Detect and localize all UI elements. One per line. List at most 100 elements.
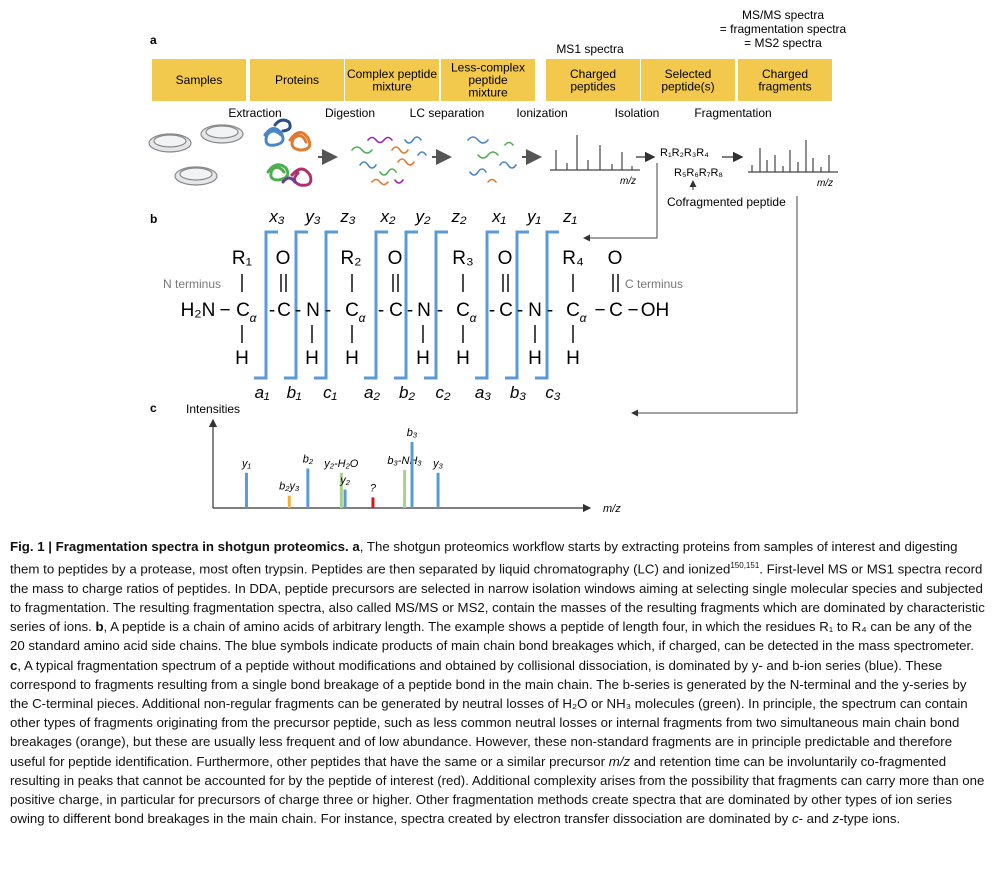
svg-text:C: C [566,300,580,321]
workflow-box-label-2-0: Complex peptide [347,67,437,81]
svg-text:−: − [627,300,638,321]
workflow-box-label-3-2: mixture [468,86,508,100]
bottom-ion-labels: a₁ b₁ c₁ a₂ b₂ c₂ a₃ b₃ c₃ [255,383,561,402]
caption-c-text: , A typical fragmentation spectrum of a … [10,657,968,769]
ion-b3: b₃ [510,383,526,402]
spectrum-peak-label-7: b₃ [407,427,418,439]
caption-c-text3: -type ions. [839,811,901,827]
workflow-box-label-2-1: mixture [372,79,412,93]
oh-terminus: OH [641,300,670,321]
n-terminus-label: N terminus [163,277,221,291]
svg-text:-: - [378,300,384,321]
c-terminus-label: C terminus [625,277,683,291]
caption-a-text: , The shotgun proteomics workflow starts… [10,539,958,577]
proteins-icon [263,118,313,187]
sample-dishes-icon [148,124,244,186]
spectrum-peak-label-1: b₂y₃ [279,481,300,493]
svg-text:-: - [295,300,301,321]
svg-text:H: H [345,348,359,369]
ms1-spectrum-icon [550,135,640,171]
msms-header-line2: = fragmentation spectra [720,22,847,36]
msms-header: MS/MS spectra = fragmentation spectra = … [720,8,847,50]
svg-text:−: − [219,300,230,321]
spectrum-x-label: m/z [603,503,621,515]
ion-a1: a₁ [255,383,270,402]
step-extraction: Extraction [228,106,281,120]
caption-c-ion: c [791,811,799,827]
svg-text:α: α [470,311,478,325]
svg-text:H: H [566,348,580,369]
svg-text:α: α [250,311,258,325]
ion-x1: x₁ [491,207,506,226]
caption-title: Fig. 1 | Fragmentation spectra in shotgu… [10,539,349,554]
svg-text:C: C [389,300,403,321]
connector-arrows [583,163,798,417]
ion-c1: c₁ [323,383,337,402]
workflow-box-label-6-0: Charged [762,67,808,81]
ion-y3: y₃ [304,207,321,226]
workflow-box-label-1-0: Proteins [275,73,319,87]
workflow-box-label-4-1: peptides [570,79,615,93]
side-chain-r3: R₃ [452,248,473,269]
ms2-mz-label: m/z [817,178,833,189]
svg-text:-: - [547,300,553,321]
step-fragmentation: Fragmentation [694,106,771,120]
workflow-box-6 [738,59,832,101]
workflow-steps: Extraction Digestion LC separation Ioniz… [228,106,771,120]
svg-text:C: C [345,300,359,321]
spectrum-axes [208,418,592,513]
spectrum-peak-label-0: y₁ [241,458,252,470]
spectrum-peak-label-6: b₃-NH₃ [387,455,422,467]
caption-c-letter: c [10,657,18,673]
svg-text:H: H [456,348,470,369]
svg-text:H: H [416,348,430,369]
svg-text:C: C [236,300,250,321]
spectrum-peak-label-4: y₂ [339,475,351,487]
caption-b-letter: b [95,619,104,635]
ion-b2: b₂ [399,383,415,402]
spectrum-peak-label-8: y₃ [432,458,444,470]
ion-c3: c₃ [545,383,561,402]
workflow-box-3 [441,59,535,101]
cleavage-brackets [254,230,559,380]
svg-text:C: C [609,300,623,321]
ion-b1: b₁ [287,383,302,402]
panel-label-a: a [150,33,157,47]
ms1-header: MS1 spectra [556,42,624,56]
svg-text:N: N [417,300,431,321]
ion-y2: y₂ [415,207,432,226]
caption-c-text2: and retention time can be involuntarily … [10,753,985,827]
ion-a2: a₂ [364,383,380,402]
svg-text:H: H [528,348,542,369]
caption-a-letter: a [352,539,360,554]
cofragmented-peptide-label: Cofragmented peptide [667,195,786,209]
svg-text:H: H [235,348,249,369]
workflow-box-0 [152,59,246,101]
workflow-box-label-3-1: peptide [468,73,508,87]
ion-c2: c₂ [436,383,452,402]
workflow-box-1 [250,59,344,101]
svg-text:O: O [276,248,291,269]
spectrum-peak-label-3: y₂-H₂O [323,458,358,470]
svg-text:C: C [277,300,291,321]
step-ionization: Ionization [516,106,567,120]
workflow-box-label-0-0: Samples [176,73,223,87]
workflow-box-label-6-1: fragments [758,79,811,93]
svg-text:-: - [269,300,275,321]
svg-text:C: C [499,300,513,321]
figure-1: a MS/MS spectra = fragmentation spectra … [148,8,847,515]
workflow-box-label-5-1: peptide(s) [661,79,714,93]
svg-text:-: - [407,300,413,321]
spectrum-peak-label-2: b₂ [303,453,314,465]
workflow-box-label-3-0: Less-complex [451,61,525,75]
step-lc-separation: LC separation [410,106,485,120]
svg-text:-: - [325,300,331,321]
ion-y1: y₁ [526,207,541,226]
caption-a-text2: . First-level MS or MS1 spectra record t… [10,561,985,635]
svg-text:O: O [498,248,513,269]
top-ion-labels: x₃ y₃ z₃ x₂ y₂ z₂ x₁ y₁ z₁ [268,207,577,226]
caption-z-ion: z [832,811,840,827]
